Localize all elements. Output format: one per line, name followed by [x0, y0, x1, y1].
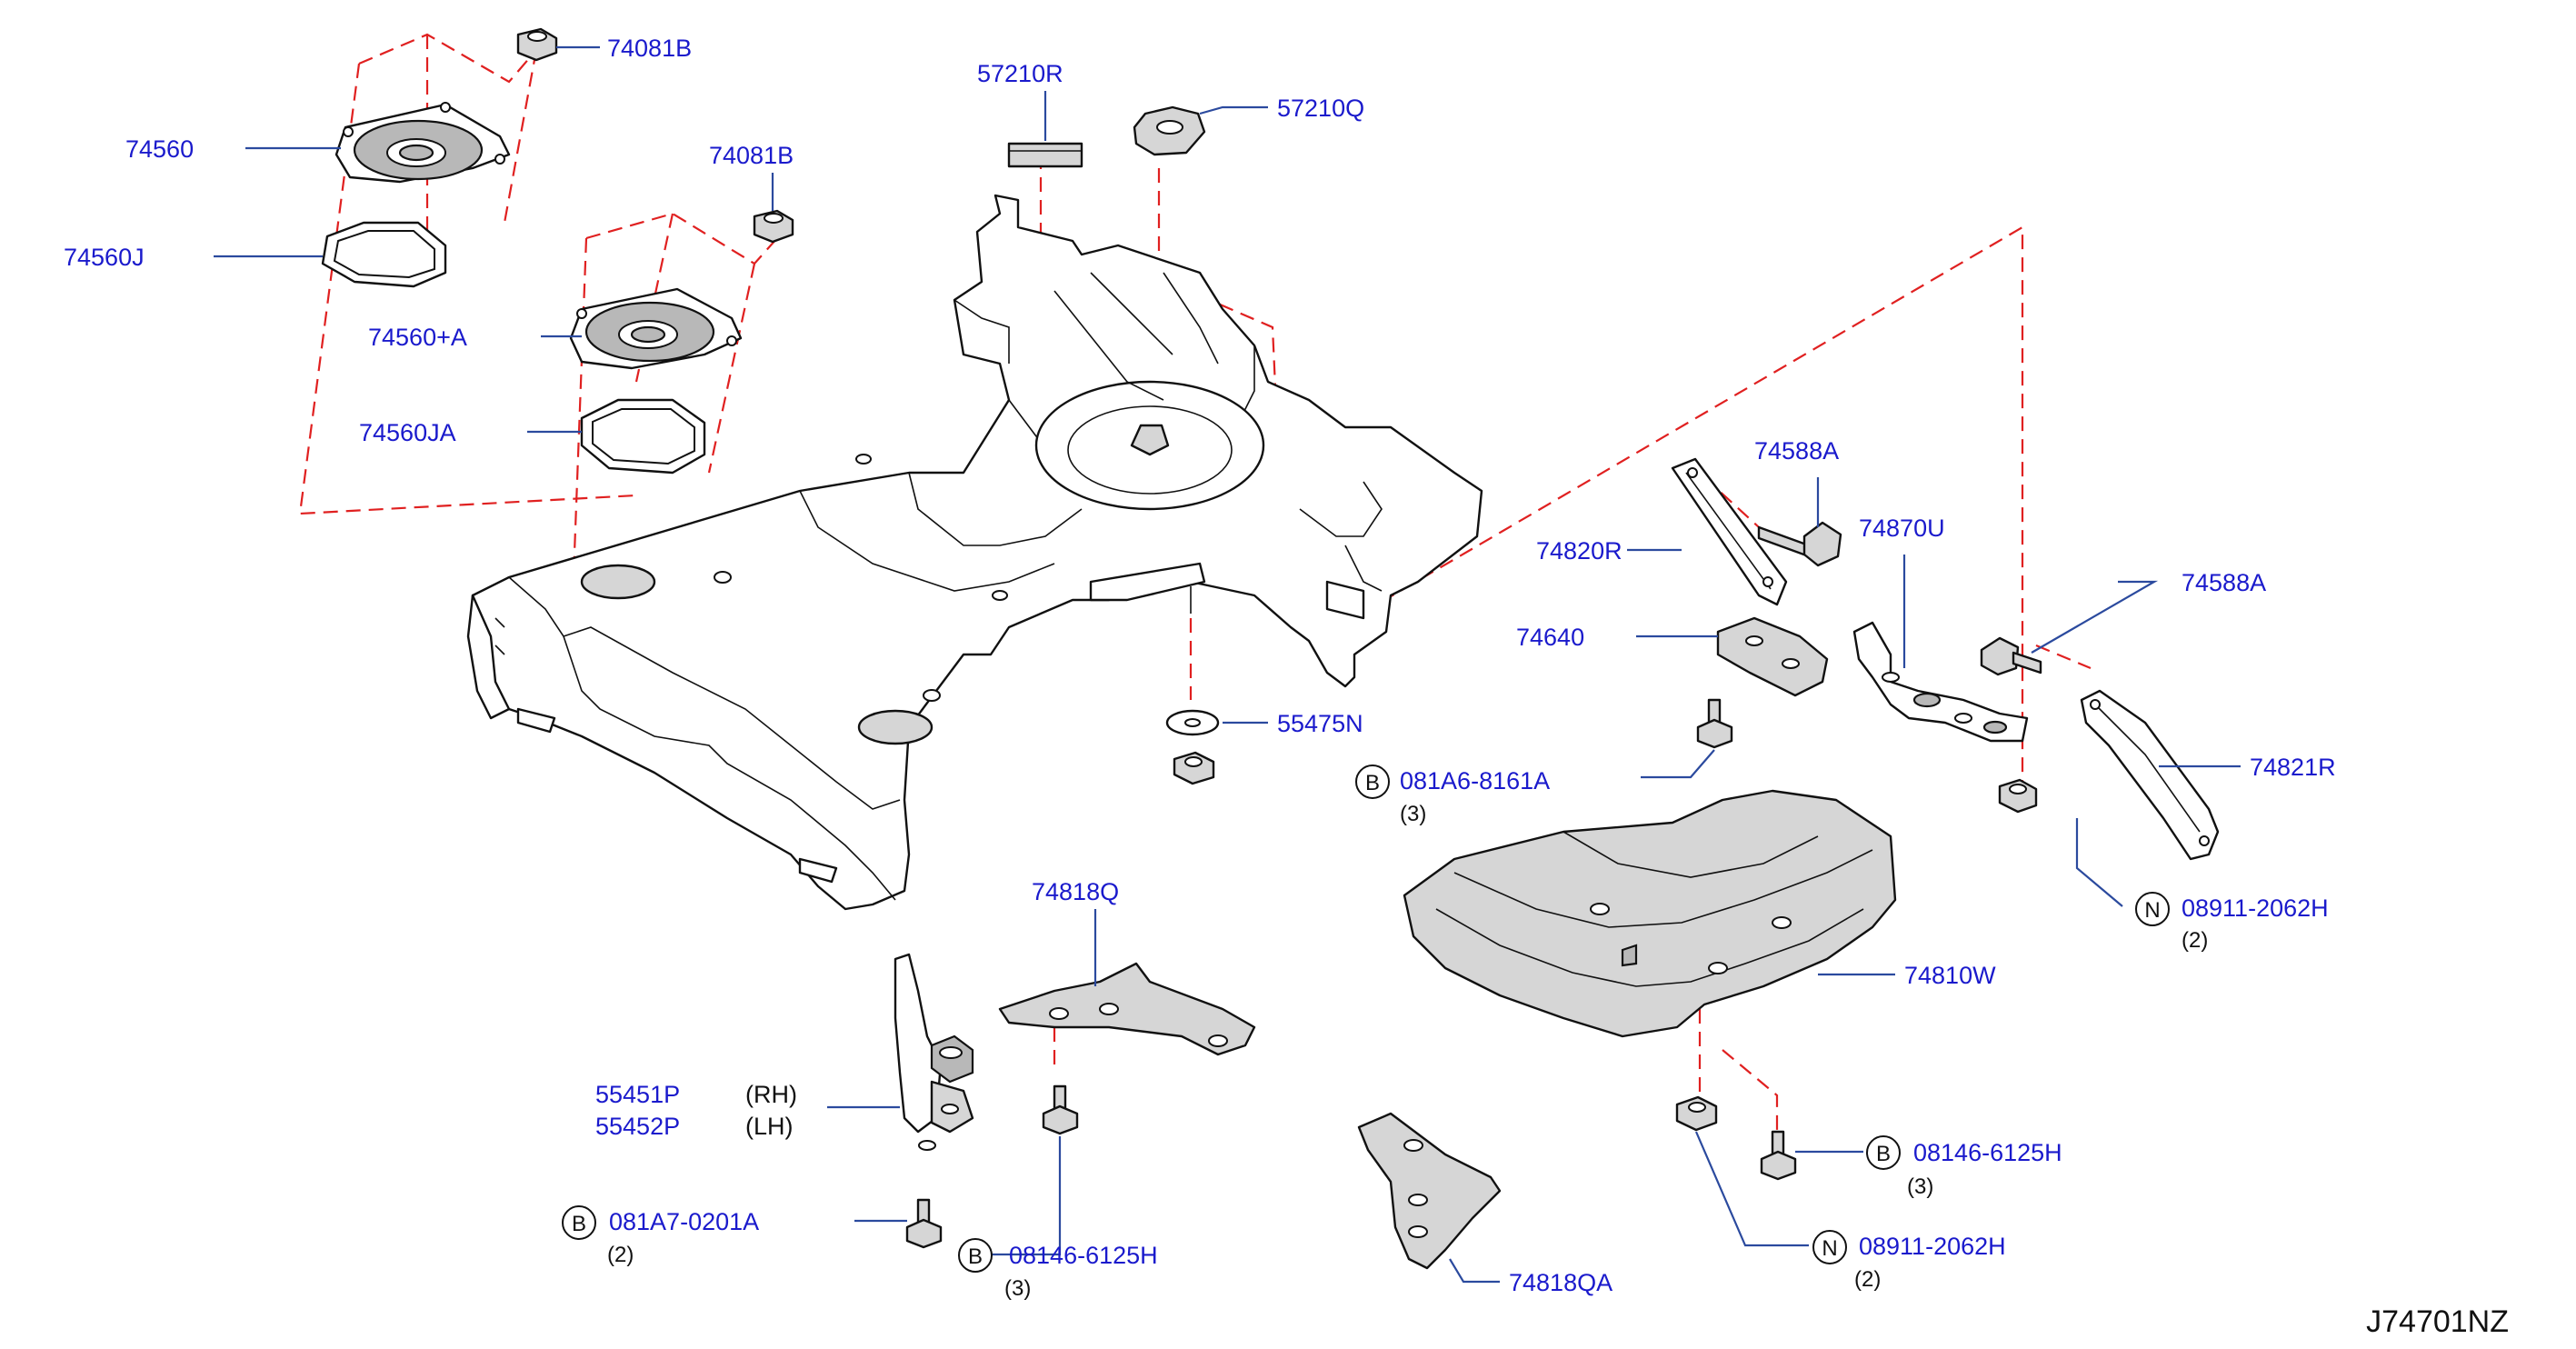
label-55475N: 55475N: [1277, 710, 1363, 737]
qty-08146-6125H-bottom: (3): [1004, 1276, 1031, 1301]
speaker-gasket-74560J: [321, 221, 447, 288]
quantities: (3) (2) (3) (2) (3) (2): [607, 802, 2208, 1301]
leader-lines: [214, 45, 2241, 1284]
bolt-08146-6125H-bottom: [1042, 1084, 1079, 1135]
diagram-code: J74701NZ: [2366, 1304, 2509, 1339]
floor-pan-assembly: [466, 194, 1483, 911]
svg-text:N: N: [1822, 1236, 1837, 1261]
side-lh: (LH): [745, 1113, 794, 1140]
qty-08911-2062H-bottom: (2): [1854, 1267, 1881, 1292]
bracket-74818QA: [1357, 1112, 1502, 1270]
bracket-74820R: [1671, 457, 1788, 606]
label-57210Q: 57210Q: [1277, 95, 1364, 122]
bracket-74640: [1716, 616, 1829, 697]
nut-74081B-top: [516, 27, 558, 62]
washer-55475N: [1165, 709, 1220, 736]
badge-08911-bottom: N: [1812, 1230, 1847, 1264]
label-08146-6125H-bottom: 08146-6125H: [1009, 1242, 1158, 1269]
label-74820R: 74820R: [1536, 537, 1622, 565]
label-74081B-top: 74081B: [607, 35, 692, 62]
bolt-081A6-8161A: [1696, 698, 1733, 749]
bracket-55451P-55452P: [894, 953, 974, 1151]
badge-08146-bottom: B: [958, 1238, 993, 1273]
svg-text:B: B: [968, 1244, 983, 1269]
label-74560J: 74560J: [64, 244, 145, 271]
label-081A6-8161A: 081A6-8161A: [1400, 767, 1550, 794]
label-08911-2062H-bottom: 08911-2062H: [1859, 1233, 2006, 1260]
qty-08146-6125H-right: (3): [1907, 1174, 1933, 1199]
label-74588A-top: 74588A: [1754, 437, 1839, 465]
label-74081B-mid: 74081B: [709, 142, 794, 169]
svg-text:N: N: [2144, 898, 2160, 923]
label-74821R: 74821R: [2250, 754, 2336, 781]
pad-57210R: [1007, 142, 1083, 168]
qty-08911-2062H-right: (2): [2182, 928, 2208, 953]
badge-08146-right: B: [1866, 1135, 1901, 1170]
svg-text:B: B: [572, 1212, 586, 1236]
qty-081A7-0201A: (2): [607, 1243, 634, 1267]
bracket-74821R: [2080, 689, 2220, 861]
badge-081A6: B: [1355, 764, 1390, 799]
svg-text:B: B: [1365, 771, 1380, 795]
bracket-74818Q: [998, 962, 1256, 1056]
label-74560: 74560: [125, 135, 194, 163]
bracket-74870U: [1852, 621, 2029, 743]
qty-081A6-8161A: (3): [1400, 802, 1426, 826]
label-74810W: 74810W: [1904, 962, 1996, 989]
speaker-gasket-74560JA: [580, 398, 706, 475]
bolt-081A7-0201A: [905, 1198, 943, 1249]
speaker-74560: [334, 102, 511, 184]
bolt-08146-6125H-right: [1760, 1130, 1797, 1181]
label-74818Q: 74818Q: [1032, 878, 1119, 905]
speaker-74560A: [569, 287, 743, 370]
bolt-74588A-right: [1980, 636, 2042, 676]
undercover-74810W: [1403, 789, 1897, 1038]
nut-08911-2062H-right: [1998, 778, 2038, 814]
label-74588A-right: 74588A: [2182, 569, 2266, 596]
fastener-badges: B N B B B N: [562, 764, 2170, 1273]
nut-55475N: [1173, 751, 1215, 785]
label-74870U: 74870U: [1859, 515, 1945, 542]
side-rh: (RH): [745, 1081, 797, 1108]
svg-text:B: B: [1876, 1142, 1891, 1166]
label-74560JA: 74560JA: [359, 419, 456, 446]
label-74560A: 74560+A: [368, 324, 467, 351]
label-55451P: 55451P: [595, 1081, 680, 1108]
badge-08911-right: N: [2135, 892, 2170, 926]
clamp-57210Q: [1133, 105, 1206, 156]
side-markers: (RH) (LH): [745, 1081, 797, 1140]
nut-74081B-mid: [753, 209, 794, 244]
nut-08911-2062H-bottom: [1675, 1095, 1718, 1132]
label-57210R: 57210R: [977, 60, 1063, 87]
label-08146-6125H-right: 08146-6125H: [1913, 1139, 2062, 1166]
label-74640: 74640: [1516, 624, 1584, 651]
part-labels: 74081B 74560 74560J 74081B 74560+A 74560…: [64, 35, 2336, 1296]
label-081A7-0201A: 081A7-0201A: [609, 1208, 759, 1235]
label-08911-2062H-right: 08911-2062H: [2182, 894, 2329, 922]
bolt-74588A-top: [1757, 521, 1842, 567]
label-55452P: 55452P: [595, 1113, 680, 1140]
badge-081A7: B: [562, 1205, 596, 1240]
label-74818QA: 74818QA: [1509, 1269, 1612, 1296]
